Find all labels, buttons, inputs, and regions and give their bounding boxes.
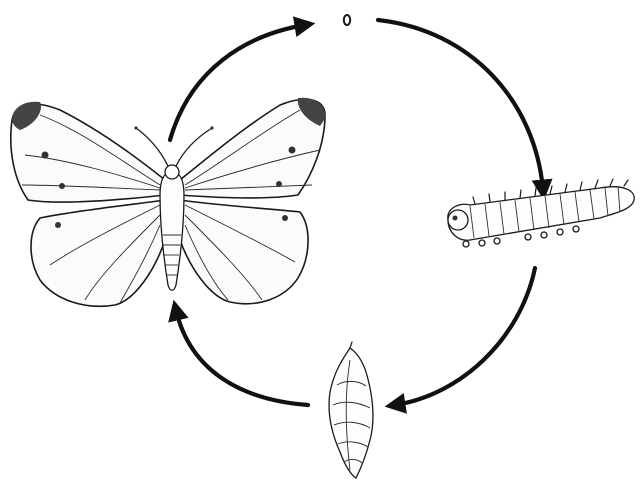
arrow-egg-to-caterpillar (378, 20, 543, 190)
arrow-caterpillar-to-pupa (395, 268, 535, 405)
butterfly-icon (11, 98, 325, 307)
egg-icon (344, 15, 350, 25)
arrow-pupa-to-butterfly (176, 310, 308, 405)
chrysalis-icon (329, 342, 373, 478)
